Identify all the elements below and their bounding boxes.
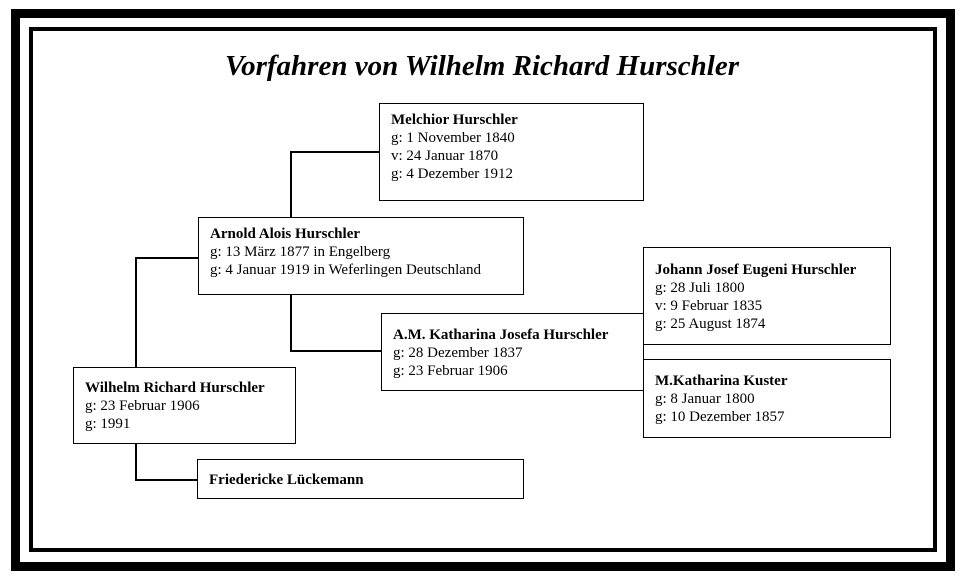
person-name: Arnold Alois Hurschler — [210, 226, 361, 242]
person-detail: g: 10 Dezember 1857 — [655, 409, 785, 425]
connector-line — [290, 350, 382, 352]
connector-line — [290, 151, 292, 218]
person-detail: g: 25 August 1874 — [655, 316, 766, 332]
person-box-johann: Johann Josef Eugeni Hurschler g: 28 Juli… — [643, 247, 891, 345]
outer-frame — [11, 9, 955, 571]
person-detail: g: 8 Januar 1800 — [655, 391, 755, 407]
person-detail: g: 28 Dezember 1837 — [393, 345, 523, 361]
person-detail: v: 9 Februar 1835 — [655, 298, 763, 314]
person-box-friedericke: Friedericke Lückemann — [197, 459, 524, 499]
inner-frame — [29, 27, 937, 552]
person-detail: g: 1 November 1840 — [391, 130, 515, 146]
person-detail: v: 24 Januar 1870 — [391, 148, 499, 164]
connector-line — [290, 293, 292, 351]
person-detail: g: 4 Dezember 1912 — [391, 166, 514, 182]
person-name: Wilhelm Richard Hurschler — [85, 380, 265, 396]
person-detail: g: 23 Februar 1906 — [85, 398, 200, 414]
person-box-wilhelm: Wilhelm Richard Hurschler g: 23 Februar … — [73, 367, 296, 444]
person-detail: g: 28 Juli 1800 — [655, 280, 745, 296]
person-detail: g: 1991 — [85, 416, 131, 432]
person-box-m-katharina: M.Katharina Kuster g: 8 Januar 1800 g: 1… — [643, 359, 891, 438]
person-box-melchior: Melchior Hurschler g: 1 November 1840 v:… — [379, 103, 644, 201]
page-title: Vorfahren von Wilhelm Richard Hurschler — [224, 50, 740, 82]
person-detail: g: 4 Januar 1919 in Weferlingen Deutschl… — [210, 262, 481, 278]
person-name: M.Katharina Kuster — [655, 373, 788, 389]
person-name: Johann Josef Eugeni Hurschler — [655, 262, 857, 278]
person-name: Friedericke Lückemann — [209, 472, 364, 488]
person-name: Melchior Hurschler — [391, 112, 518, 128]
person-detail: g: 23 Februar 1906 — [393, 363, 508, 379]
person-detail: g: 13 März 1877 in Engelberg — [210, 244, 391, 260]
person-box-arnold: Arnold Alois Hurschler g: 13 März 1877 i… — [198, 217, 524, 295]
connector-line — [135, 479, 198, 481]
connector-line — [290, 151, 380, 153]
person-box-am-katharina: A.M. Katharina Josefa Hurschler g: 28 De… — [381, 313, 644, 391]
connector-line — [135, 442, 137, 480]
person-name: A.M. Katharina Josefa Hurschler — [393, 327, 609, 343]
connector-line — [135, 257, 199, 259]
connector-line — [135, 257, 137, 368]
